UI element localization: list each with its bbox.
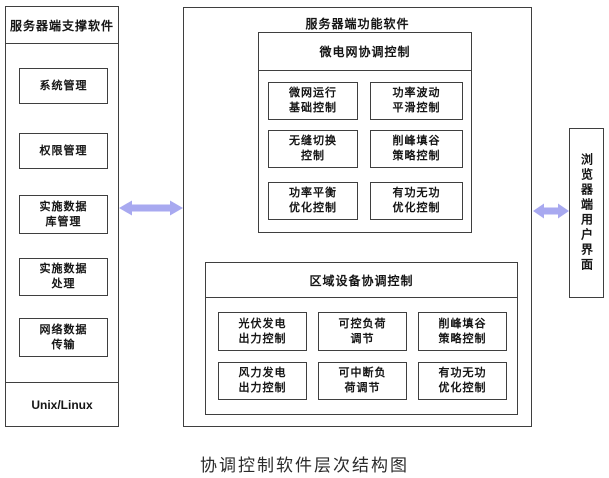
regional-section-title: 区域设备协调控制 (206, 263, 517, 298)
box-permission-management: 权限管理 (19, 133, 108, 169)
box-peak-shaving-strategy-control: 削峰填谷 策略控制 (370, 130, 463, 168)
left-panel-footer-os: Unix/Linux (6, 382, 118, 426)
box-microgrid-basic-operation-control: 微网运行 基础控制 (268, 82, 358, 120)
double-arrow-icon (119, 200, 183, 216)
box-seamless-switching-control: 无缝切换 控制 (268, 130, 358, 168)
box-controllable-load-regulation: 可控负荷 调节 (318, 312, 407, 351)
double-arrow-left-shape (119, 200, 183, 216)
box-wind-generation-output-control: 风力发电 出力控制 (218, 362, 307, 400)
microgrid-section-title: 微电网协调控制 (259, 33, 471, 71)
diagram-caption: 协调控制软件层次结构图 (200, 456, 409, 475)
box-network-data-transmission: 网络数据 传输 (19, 318, 108, 357)
panel-server-functional-software: 服务器端功能软件 微电网协调控制 微网运行 基础控制 功率波动 平滑控制 无缝切… (183, 7, 532, 427)
box-active-reactive-optimization-control: 有功无功 优化控制 (370, 182, 463, 220)
right-panel-title: 浏览器端用户界面 (579, 153, 594, 273)
panel-server-support-software: 服务器端支撑软件 系统管理 权限管理 实施数据 库管理 实施数据 处理 网络数据… (5, 6, 119, 427)
double-arrow-icon (533, 203, 569, 219)
box-realtime-data-processing: 实施数据 处理 (19, 258, 108, 296)
box-peak-shaving-strategy-control-regional: 削峰填谷 策略控制 (418, 312, 507, 351)
box-power-balance-optimization-control: 功率平衡 优化控制 (268, 182, 358, 220)
box-realtime-database-management: 实施数据 库管理 (19, 195, 108, 234)
box-pv-generation-output-control: 光伏发电 出力控制 (218, 312, 307, 351)
left-panel-title: 服务器端支撑软件 (6, 7, 118, 44)
double-arrow-right-shape (533, 203, 569, 219)
box-interruptible-load-regulation: 可中断负 荷调节 (318, 362, 407, 400)
middle-panel-title: 服务器端功能软件 (305, 16, 410, 31)
section-microgrid-coordination-control: 微电网协调控制 微网运行 基础控制 功率波动 平滑控制 无缝切换 控制 削峰填谷… (258, 32, 472, 233)
panel-browser-user-interface: 浏览器端用户界面 (569, 128, 604, 298)
section-regional-device-coordination-control: 区域设备协调控制 光伏发电 出力控制 可控负荷 调节 削峰填谷 策略控制 风力发… (205, 262, 518, 415)
box-system-management: 系统管理 (19, 68, 108, 104)
box-active-reactive-optimization-control-regional: 有功无功 优化控制 (418, 362, 507, 400)
box-power-fluctuation-smoothing-control: 功率波动 平滑控制 (370, 82, 463, 120)
